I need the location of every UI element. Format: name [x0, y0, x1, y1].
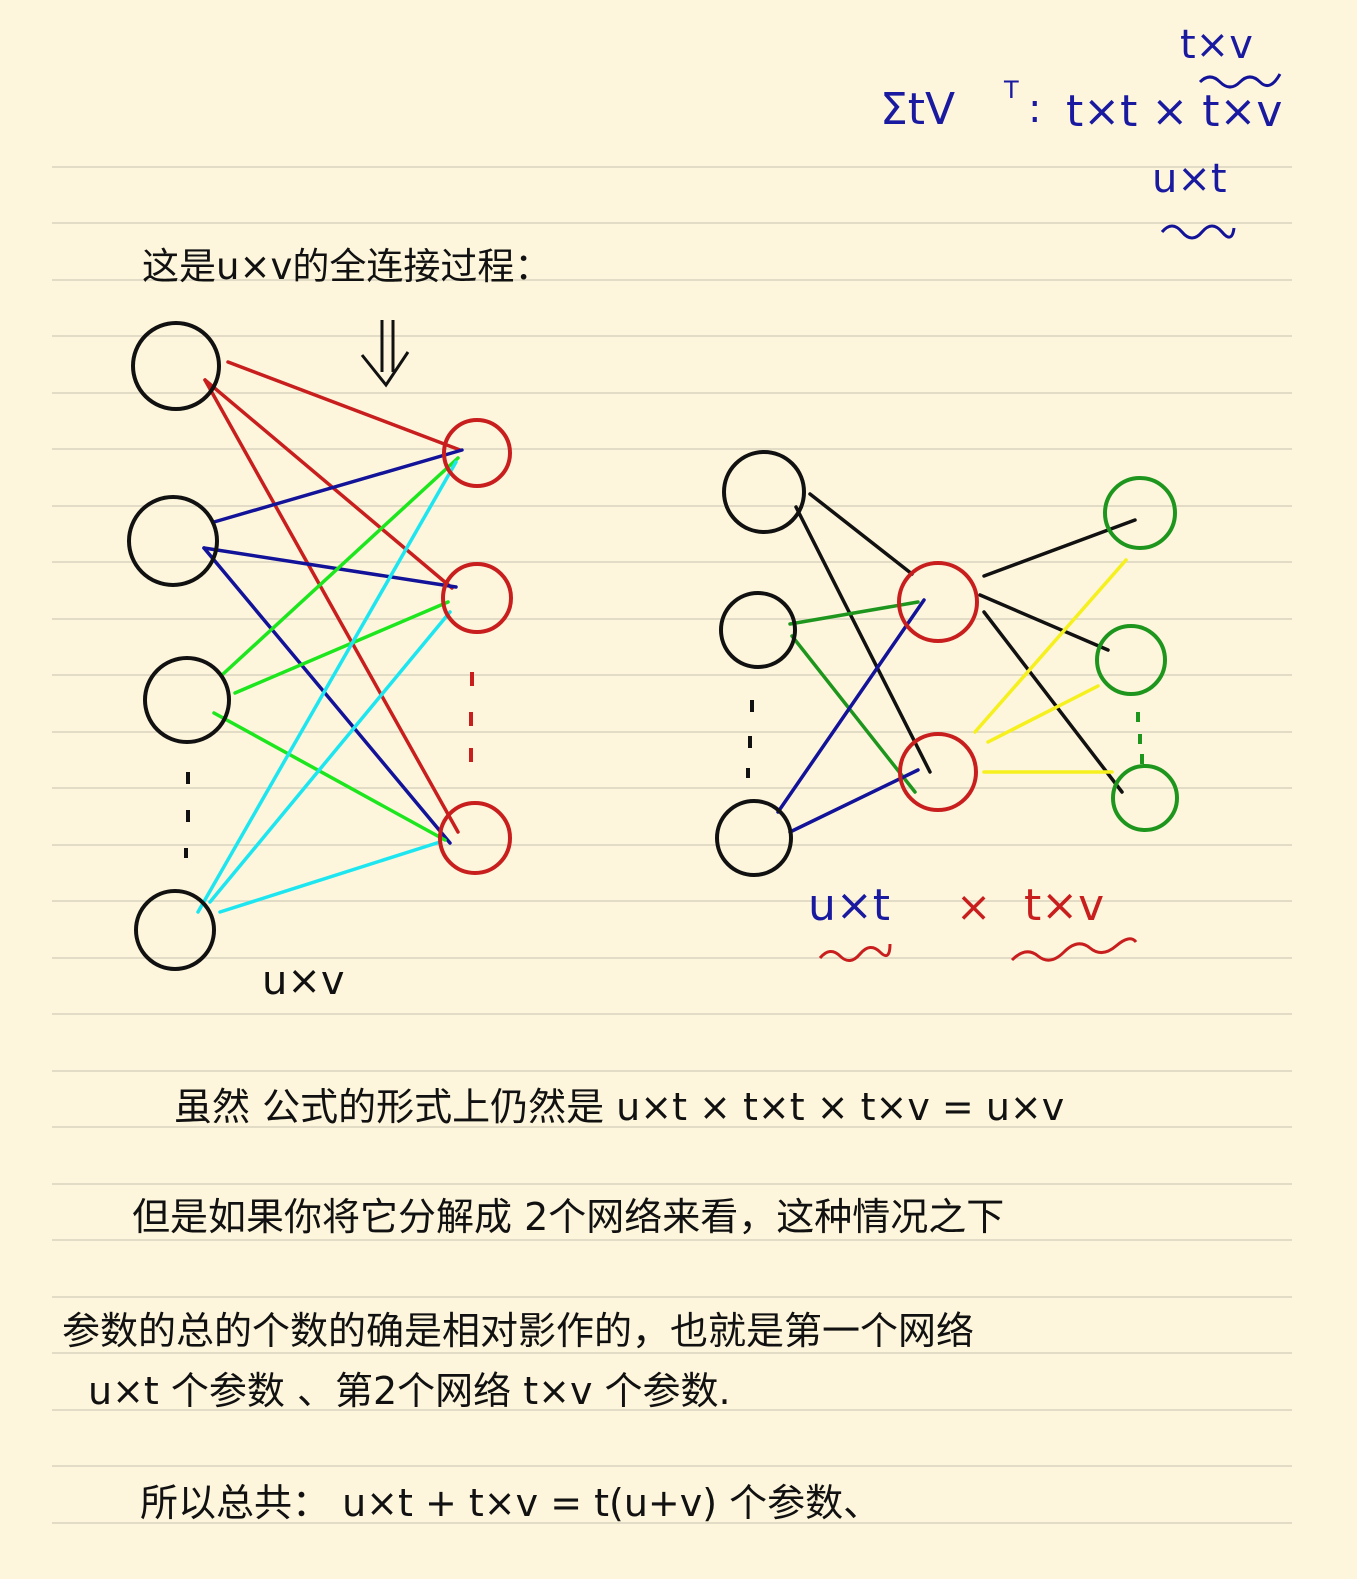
output-node	[441, 562, 513, 634]
output-node	[1111, 764, 1179, 832]
label-right-squiggle	[1010, 937, 1138, 962]
formula-label: ΣtV	[880, 84, 956, 135]
right-output-ellipsis	[1136, 712, 1144, 764]
down-arrow-icon	[360, 320, 410, 388]
left-input-layer	[127, 321, 231, 971]
formula-superscript: T	[1004, 76, 1019, 104]
right-network-times: ×	[956, 882, 992, 931]
hidden-node	[897, 561, 979, 643]
left-input-ellipsis	[184, 772, 190, 858]
formula-expression: t×t × t×v	[1066, 86, 1283, 137]
output-node	[1103, 476, 1177, 550]
ruled-lines	[52, 166, 1292, 1524]
input-node	[715, 799, 793, 877]
paragraph-line-3: 参数的总的个数的确是相对影作的，也就是第一个网络	[62, 1309, 975, 1353]
right-network-label-right: t×v	[1024, 880, 1105, 931]
input-node	[131, 321, 221, 411]
input-node	[719, 591, 797, 669]
output-node	[442, 418, 512, 488]
section-heading: 这是u×v的全连接过程：	[142, 245, 552, 288]
right-network-label-left: u×t	[808, 880, 891, 931]
left-output-ellipsis	[469, 672, 474, 762]
right-network-edges	[776, 492, 1137, 834]
paragraph-line-1: 虽然 公式的形式上仍然是 u×t × t×t × t×v = u×v	[174, 1085, 1065, 1129]
right-output-layer	[1095, 476, 1179, 832]
output-node	[1095, 624, 1167, 696]
right-hidden-layer	[897, 561, 979, 812]
left-network-edges	[196, 360, 464, 914]
formula-colon: :	[1028, 86, 1042, 132]
hidden-node	[898, 732, 978, 812]
right-input-ellipsis	[746, 700, 754, 778]
input-node	[722, 450, 806, 534]
output-node	[438, 801, 512, 875]
paragraph-line-4: u×t 个参数 、第2个网络 t×v 个参数.	[88, 1369, 731, 1413]
input-node	[143, 656, 231, 744]
input-node	[134, 889, 216, 971]
left-output-layer	[438, 418, 513, 875]
label-left-squiggle	[818, 943, 892, 962]
formula-bottom-annotation: u×t	[1152, 156, 1227, 202]
paragraph-line-2: 但是如果你将它分解成 2个网络来看，这种情况之下	[132, 1195, 1005, 1239]
paragraph-line-5: 所以总共： u×t + t×v = t(u+v) 个参数、	[140, 1481, 882, 1525]
right-input-layer	[715, 450, 806, 877]
input-node	[127, 495, 219, 587]
formula-top-squiggle	[1198, 73, 1282, 89]
formula-bottom-squiggle	[1160, 224, 1236, 240]
formula-top-annotation: t×v	[1180, 22, 1253, 68]
left-network-size-label: u×v	[262, 958, 345, 1004]
